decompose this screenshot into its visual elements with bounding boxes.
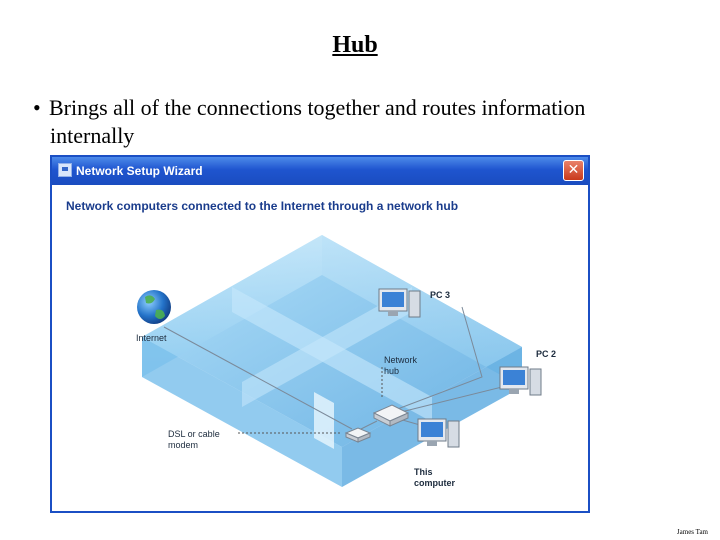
internet-globe-icon bbox=[137, 290, 171, 324]
cable-hub-pc3 bbox=[386, 306, 483, 414]
modem-label: DSL or cable modem bbox=[168, 429, 222, 450]
internet-cable bbox=[163, 326, 353, 430]
window-title-bar[interactable]: Network Setup Wizard ✕ bbox=[52, 157, 588, 185]
pc2-computer-icon bbox=[499, 366, 542, 396]
bullet-text: • Brings all of the connections together … bbox=[33, 94, 673, 150]
pc3-label: PC 3 bbox=[430, 290, 450, 300]
modem-icon bbox=[344, 427, 372, 443]
close-button[interactable]: ✕ bbox=[563, 160, 584, 181]
slide-title: Hub bbox=[332, 32, 378, 58]
this-computer-label: This computer bbox=[414, 467, 456, 488]
partition-2 bbox=[242, 287, 412, 407]
this-computer-line-1: This bbox=[414, 467, 433, 477]
wizard-app-icon bbox=[58, 163, 72, 177]
house-wall-right bbox=[322, 235, 522, 387]
network-setup-wizard-window: Network Setup Wizard ✕ Network computers… bbox=[50, 155, 590, 513]
author-footer: James Tam bbox=[676, 528, 708, 536]
hub-label: Network hub bbox=[384, 355, 420, 376]
pc2-label: PC 2 bbox=[536, 349, 556, 359]
internet-label: Internet bbox=[136, 333, 167, 343]
pc3-computer-icon bbox=[378, 288, 421, 318]
modem-label-line-1: DSL or cable bbox=[168, 429, 220, 439]
this-computer-icon bbox=[417, 418, 460, 448]
hub-label-line-1: Network bbox=[384, 355, 418, 365]
modem-label-line-2: modem bbox=[168, 440, 198, 450]
wizard-heading: Network computers connected to the Inter… bbox=[66, 199, 459, 213]
house-wall-front-left bbox=[142, 337, 342, 487]
this-computer-line-2: computer bbox=[414, 478, 456, 488]
window-title: Network Setup Wizard bbox=[76, 164, 203, 178]
hub-label-line-2: hub bbox=[384, 366, 399, 376]
bullet-line-2: internally bbox=[50, 123, 135, 148]
bullet-line-1: Brings all of the connections together a… bbox=[49, 95, 586, 120]
doorway bbox=[314, 392, 334, 449]
network-diagram: Internet PC 3 PC 2 This computer bbox=[136, 235, 556, 488]
network-hub-icon bbox=[372, 404, 410, 427]
bullet-marker: • bbox=[33, 95, 41, 120]
